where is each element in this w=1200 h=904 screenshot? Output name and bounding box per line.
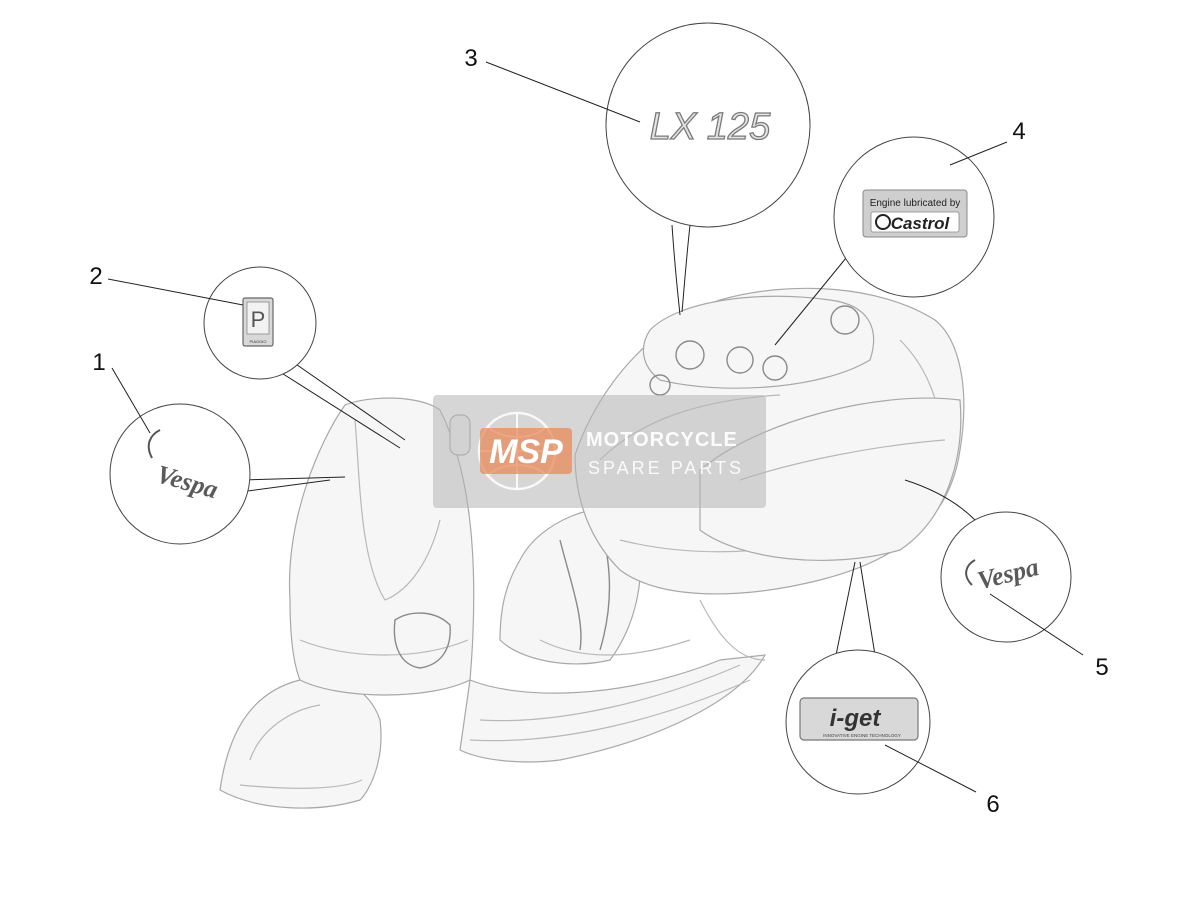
part-number-1: 1 [92,349,105,376]
watermark-line1: MOTORCYCLE [586,429,738,451]
part-number-2: 2 [89,263,102,290]
piaggio-small: PIAGGIO [250,339,267,344]
iget-logo: i-get [830,705,882,732]
lx125-badge: LX 125 [650,106,771,148]
watermark-logo: MSP [489,433,563,471]
iget-sub: INNOVATIVE ENGINE TECHNOLOGY [823,733,901,738]
part-number-6: 6 [986,791,999,818]
iget-badge [799,697,919,741]
watermark: MSP MOTORCYCLE SPARE PARTS [433,395,766,508]
castrol-line1: Engine lubricated by [870,198,961,209]
scooter-body-outline [219,287,965,809]
castrol-line2: Castrol [891,214,951,233]
watermark-line2: SPARE PARTS [588,458,744,478]
callout-1: Vespa 1 [92,349,346,545]
piaggio-mark: P [251,307,266,332]
callout-4: Engine lubricated by Castrol 4 [774,118,1026,346]
part-number-5: 5 [1095,654,1108,681]
callout-3: LX 125 3 [464,22,811,316]
callout-2: P PIAGGIO 2 [89,263,406,449]
part-number-3: 3 [464,45,477,72]
part-number-4: 4 [1012,118,1025,145]
callout-5: Vespa 5 [904,479,1109,681]
callout-6: i-get INNOVATIVE ENGINE TECHNOLOGY 6 [785,561,1000,818]
